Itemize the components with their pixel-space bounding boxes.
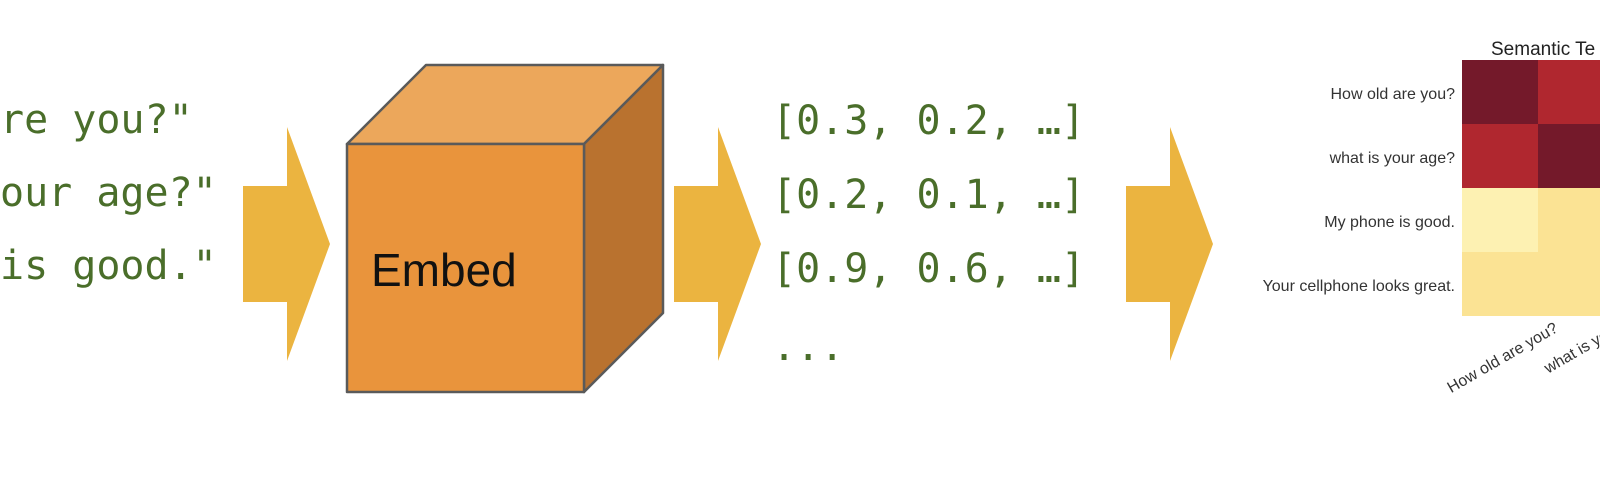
heatmap-cell [1462, 124, 1538, 188]
row-label-1: How old are you? [1330, 86, 1455, 103]
row-label-4: Your cellphone looks great. [1263, 278, 1455, 295]
vector-list: [0.3, 0.2, …] [0.2, 0.1, …] [0.9, 0.6, …… [772, 98, 1085, 370]
heatmap-cell [1538, 252, 1600, 316]
vector-ellipsis: ... [772, 324, 844, 370]
similarity-heatmap: Semantic Te How old are you? what is you… [1263, 39, 1600, 397]
sentence-3: is good." [0, 243, 217, 289]
vector-2: [0.2, 0.1, …] [772, 172, 1085, 218]
heatmap-title: Semantic Te [1491, 39, 1595, 60]
heatmap-cell [1462, 188, 1538, 252]
sentence-2: our age?" [0, 170, 217, 216]
cube-front-face [345, 142, 586, 394]
embed-cube [345, 63, 665, 394]
sentence-list: re you?" our age?" is good." [0, 97, 217, 289]
heatmap-cell [1462, 60, 1538, 124]
heatmap-col-labels: How old are you? what is your M [1445, 319, 1600, 396]
vector-3: [0.9, 0.6, …] [772, 246, 1085, 292]
row-label-2: what is your age? [1329, 150, 1456, 167]
arrow-right-icon [1126, 127, 1213, 361]
embed-label: Embed [371, 244, 517, 296]
row-label-3: My phone is good. [1324, 214, 1455, 231]
arrow-right-icon [243, 127, 330, 361]
heatmap-cell [1538, 124, 1600, 188]
arrow-right-icon [674, 127, 761, 361]
sentence-1: re you?" [0, 97, 193, 143]
col-label-1: How old are you? [1445, 320, 1561, 397]
heatmap-row-labels: How old are you? what is your age? My ph… [1263, 86, 1456, 295]
heatmap-cell [1462, 252, 1538, 316]
vector-1: [0.3, 0.2, …] [772, 98, 1085, 144]
heatmap-cell [1538, 188, 1600, 252]
heatmap-cells [1462, 60, 1600, 316]
heatmap-cell [1538, 60, 1600, 124]
